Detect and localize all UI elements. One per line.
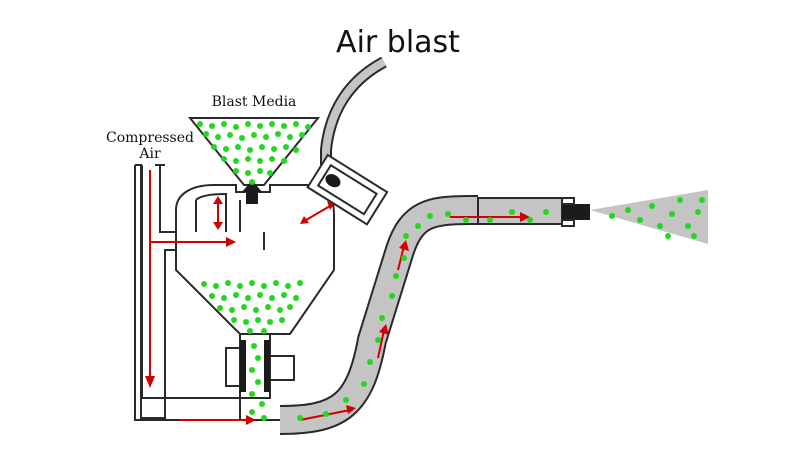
media-valve-icon xyxy=(242,180,262,204)
diagram-title: Air blast xyxy=(336,25,460,60)
media-particles xyxy=(197,121,705,421)
compressed-air-label-line1: Compressed xyxy=(106,130,194,146)
flow-arrows xyxy=(145,170,530,425)
spray-cone xyxy=(590,190,708,244)
blast-media-label: Blast Media xyxy=(212,94,297,110)
compressed-air-label-line2: Air xyxy=(138,146,161,162)
control-valve xyxy=(306,153,389,226)
hopper-funnel xyxy=(187,117,321,186)
nozzle xyxy=(477,197,590,227)
